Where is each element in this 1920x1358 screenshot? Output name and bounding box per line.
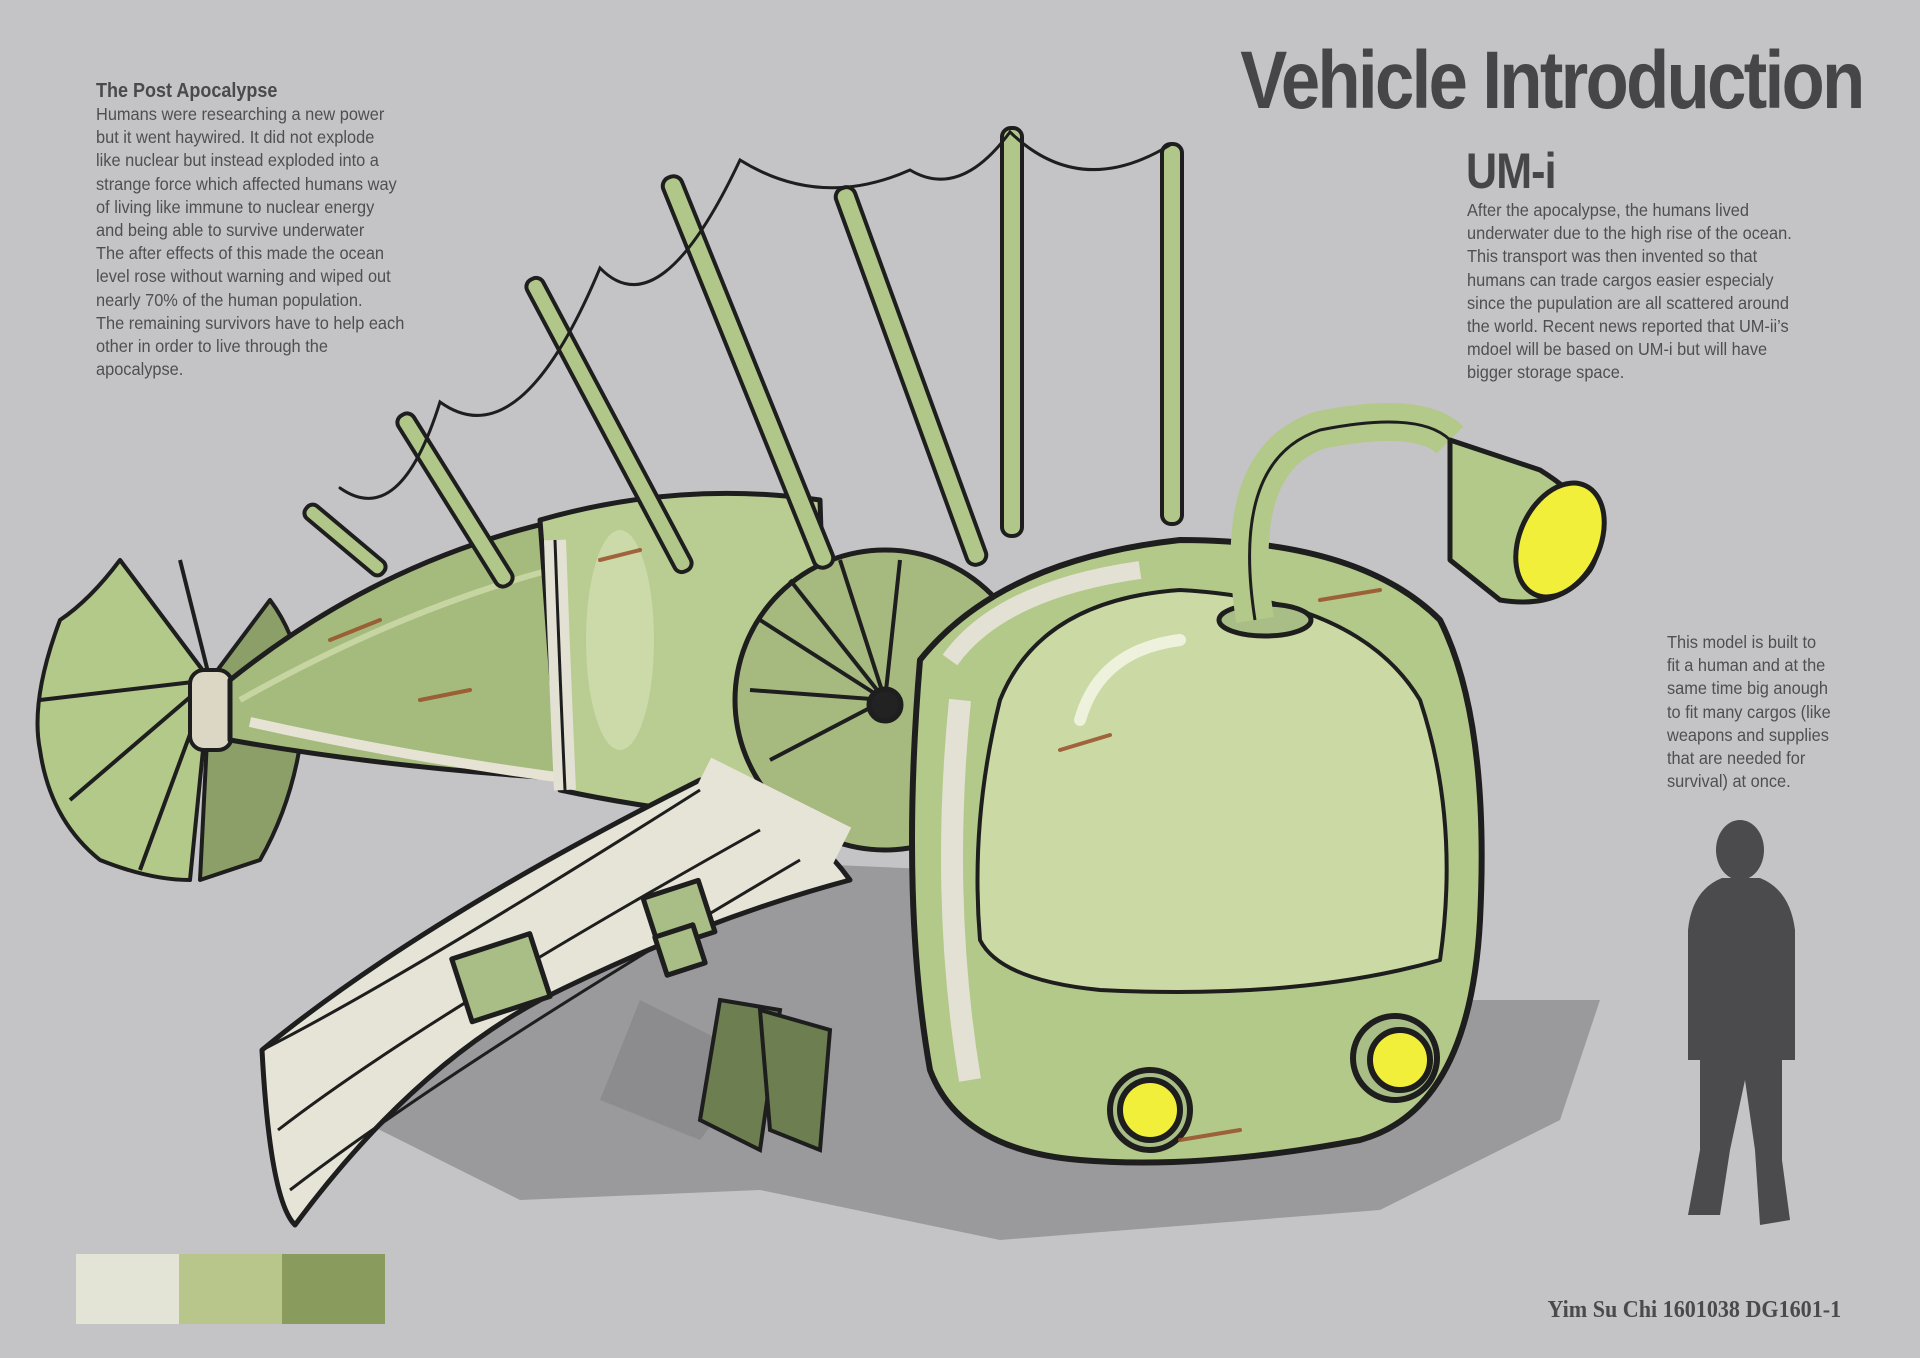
palette-swatch	[76, 1254, 179, 1324]
antenna-lamp	[1216, 403, 1607, 639]
palette-swatch	[179, 1254, 282, 1324]
note-line: that are needed for	[1667, 748, 1806, 769]
model-line: This transport was then invented so that	[1467, 246, 1758, 267]
model-line: mdoel will be based on UM-i but will hav…	[1467, 339, 1768, 360]
model-line: underwater due to the high rise of the o…	[1467, 223, 1792, 244]
model-name: UM-i	[1466, 143, 1557, 199]
intro-line: level rose without warning and wiped out	[96, 266, 391, 287]
note-line: weapons and supplies	[1667, 724, 1829, 745]
intro-line: apocalypse.	[96, 359, 184, 380]
model-line: the world. Recent news reported that UM-…	[1467, 316, 1789, 337]
intro-body: Humans were researching a new power but …	[96, 103, 456, 381]
side-fin	[259, 757, 853, 1228]
intro-line: and being able to survive underwater	[96, 220, 365, 241]
tail-fan	[35, 558, 307, 882]
author-signature: Yim Su Chi 1601038 DG1601-1	[1547, 1297, 1841, 1323]
intro-line: The remaining survivors have to help eac…	[96, 312, 405, 333]
palette-swatch	[282, 1254, 385, 1324]
note-line: to fit many cargos (like	[1667, 701, 1831, 722]
intro-line: strange force which affected humans way	[96, 173, 397, 194]
human-silhouette	[1688, 820, 1795, 1225]
mast-rigging	[302, 126, 1184, 589]
page-title: Vehicle Introduction	[1240, 35, 1866, 126]
scale-note: This model is built to fit a human and a…	[1667, 631, 1867, 793]
intro-line: Humans were researching a new power	[96, 104, 385, 124]
note-line: survival) at once.	[1667, 771, 1791, 792]
intro-line: The after effects of this made the ocean	[96, 243, 385, 264]
note-line: fit a human and at the	[1667, 655, 1826, 676]
intro-line: like nuclear but instead exploded into a	[96, 150, 379, 171]
intro-line: other in order to live through the	[96, 336, 328, 357]
model-line: since the pupulation are all scattered a…	[1467, 292, 1790, 313]
lower-fins	[697, 997, 833, 1154]
front-cockpit	[909, 537, 1485, 1166]
model-line: humans can trade cargos easier especialy	[1467, 269, 1774, 290]
model-line: bigger storage space.	[1467, 362, 1625, 383]
note-line: This model is built to	[1667, 632, 1817, 652]
intro-line: of living like immune to nuclear energy	[96, 196, 375, 217]
intro-section: The Post Apocalypse Humans were research…	[96, 80, 456, 381]
color-palette	[76, 1254, 385, 1324]
rust-marks	[328, 548, 1382, 1142]
rear-fuselage	[227, 517, 593, 785]
intro-line: nearly 70% of the human population.	[96, 289, 363, 310]
intro-heading: The Post Apocalypse	[96, 80, 278, 102]
note-line: same time big anough	[1667, 678, 1829, 699]
model-description: After the apocalypse, the humans lived u…	[1467, 199, 1867, 385]
intro-line: but it went haywired. It did not explode	[96, 127, 375, 148]
model-line: After the apocalypse, the humans lived	[1467, 200, 1749, 220]
